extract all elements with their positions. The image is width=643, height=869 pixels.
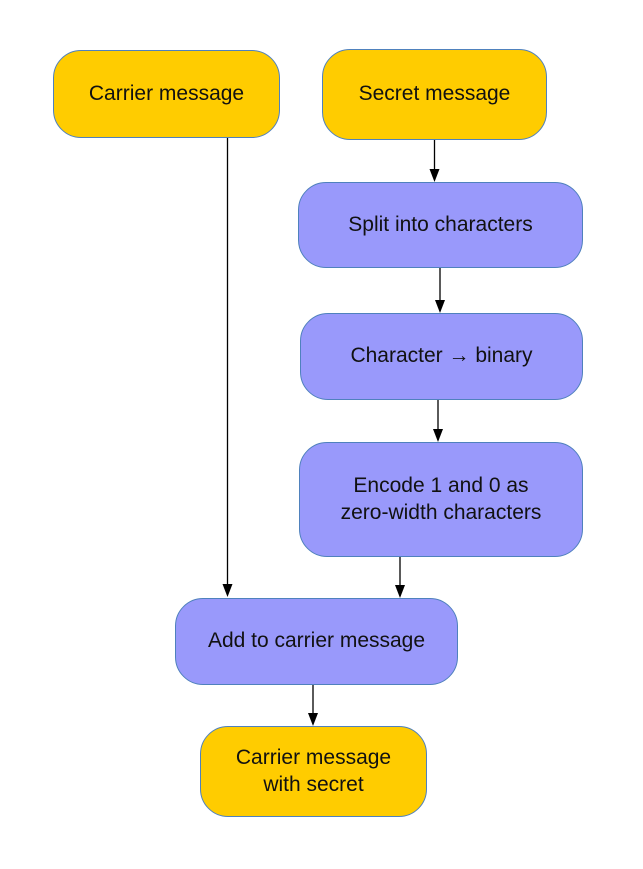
node-character-to-binary: Character → binary [300, 313, 583, 400]
node-carrier-with-secret: Carrier message with secret [200, 726, 427, 817]
node-secret-message: Secret message [322, 49, 547, 140]
node-carrier-message: Carrier message [53, 50, 280, 138]
node-add-to-carrier: Add to carrier message [175, 598, 458, 685]
node-encode-zero-width: Encode 1 and 0 as zero-width characters [299, 442, 583, 557]
node-split-into-characters: Split into characters [298, 182, 583, 268]
